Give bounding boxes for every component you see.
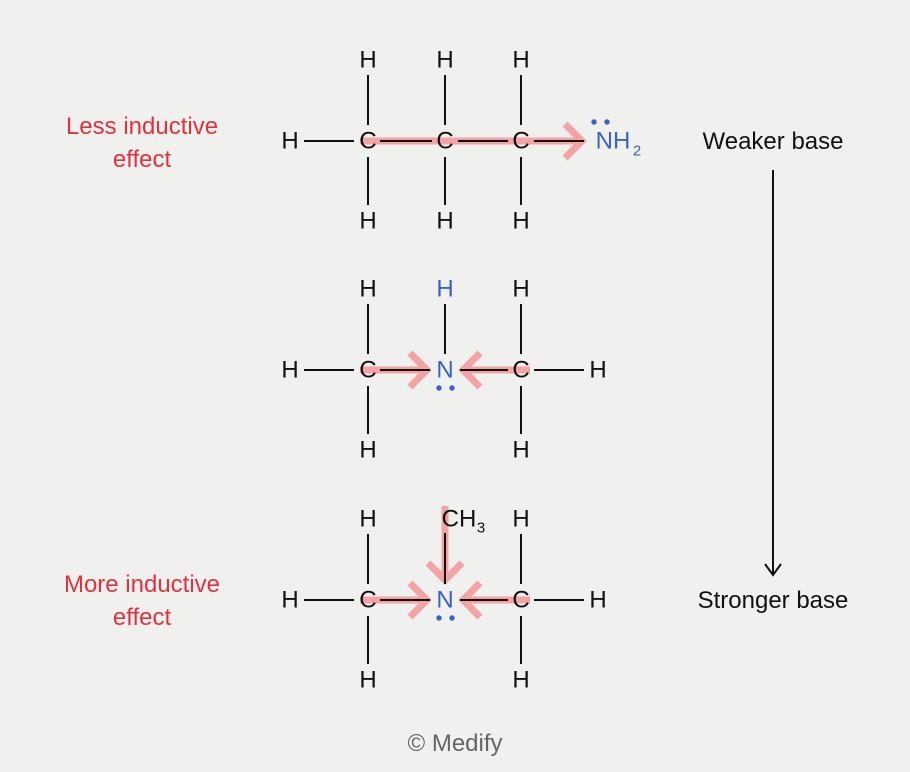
more-inductive-label-1: More inductive bbox=[64, 571, 220, 598]
atom-c: C bbox=[359, 357, 376, 384]
atom-h: H bbox=[359, 208, 376, 235]
atom-h: H bbox=[512, 506, 529, 533]
subscript-2: 2 bbox=[633, 143, 641, 160]
trimethylamine: H C N C H H CH 3 H H H bbox=[281, 506, 606, 694]
atom-h-on-n: H bbox=[436, 276, 453, 303]
atom-h: H bbox=[359, 667, 376, 694]
methyl-group: CH bbox=[442, 506, 477, 533]
atom-h: H bbox=[359, 276, 376, 303]
atom-h: H bbox=[512, 208, 529, 235]
atom-c: C bbox=[359, 128, 376, 155]
atom-h: H bbox=[589, 587, 606, 614]
atom-c: C bbox=[359, 587, 376, 614]
amine-group: NH bbox=[596, 128, 631, 155]
propylamine: H C C C H H H H H H NH 2 bbox=[281, 47, 641, 235]
stronger-base-label: Stronger base bbox=[698, 587, 849, 614]
atom-h: H bbox=[512, 667, 529, 694]
atom-h: H bbox=[512, 437, 529, 464]
atom-n: N bbox=[436, 357, 453, 384]
atom-h: H bbox=[436, 208, 453, 235]
atom-c: C bbox=[436, 128, 453, 155]
atom-c: C bbox=[512, 587, 529, 614]
atom-h: H bbox=[589, 357, 606, 384]
weaker-base-label: Weaker base bbox=[703, 128, 844, 155]
atom-h: H bbox=[359, 437, 376, 464]
atom-h: H bbox=[512, 276, 529, 303]
atom-h: H bbox=[281, 357, 298, 384]
atom-c: C bbox=[512, 357, 529, 384]
basicity-arrow bbox=[764, 170, 782, 577]
atom-h: H bbox=[281, 587, 298, 614]
atom-h: H bbox=[512, 47, 529, 74]
less-inductive-label-2: effect bbox=[113, 146, 172, 173]
atom-h: H bbox=[359, 506, 376, 533]
subscript-3: 3 bbox=[477, 520, 485, 537]
copyright: © Medify bbox=[407, 730, 502, 757]
atom-c: C bbox=[512, 128, 529, 155]
dimethylamine: H C N C H H H H H H bbox=[281, 276, 606, 464]
more-inductive-label-2: effect bbox=[113, 604, 172, 631]
less-inductive-label-1: Less inductive bbox=[66, 113, 218, 140]
atom-h: H bbox=[359, 47, 376, 74]
atom-n: N bbox=[436, 587, 453, 614]
atom-h: H bbox=[436, 47, 453, 74]
atom-h: H bbox=[281, 128, 298, 155]
